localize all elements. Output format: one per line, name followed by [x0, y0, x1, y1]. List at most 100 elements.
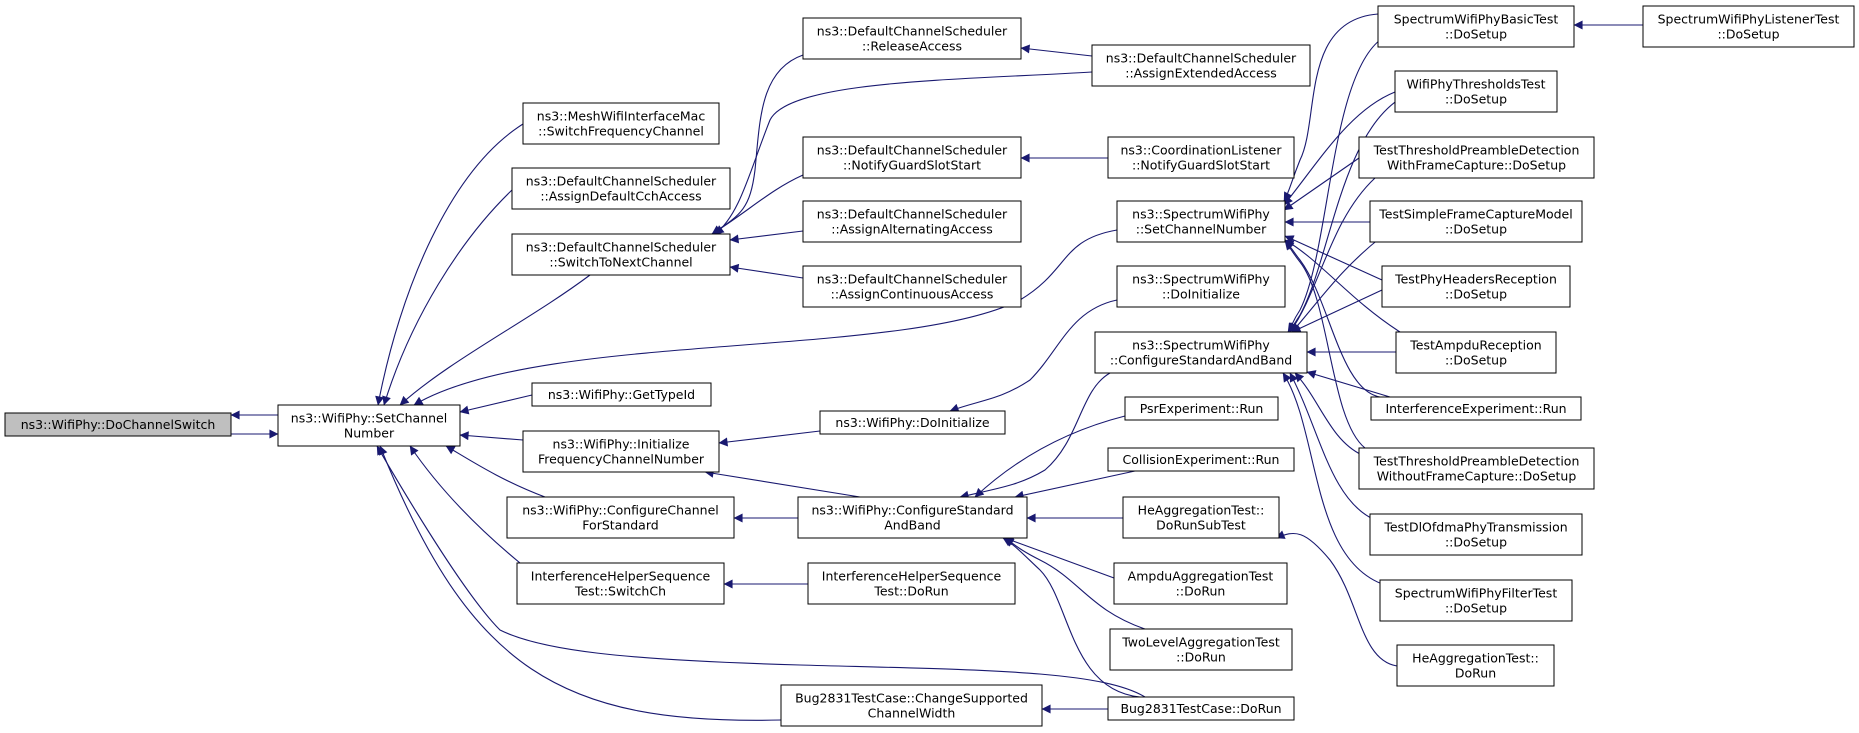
node-label: ::NotifyGuardSlotStart [843, 158, 981, 173]
node-psrRun[interactable]: PsrExperiment::Run [1124, 396, 1279, 421]
node-label: ::DoSetup [1445, 353, 1507, 368]
node-label: SpectrumWifiPhyListenerTest [1658, 12, 1840, 27]
node-box [277, 404, 461, 447]
node-ampduReception[interactable]: TestAmpduReception::DoSetup [1395, 331, 1557, 374]
edge-preambleWithoutCapture-to-swpConfigStdBand [1294, 372, 1363, 456]
node-configChannelForStd[interactable]: ns3::WifiPhy::ConfigureChannelForStandar… [506, 496, 735, 539]
node-box [1377, 5, 1575, 48]
edge-swpDoInitialize-to-wifiPhyDoInit [949, 299, 1118, 413]
node-box [802, 200, 1022, 243]
node-label: Test::DoRun [873, 584, 948, 599]
node-coordNotifyGuard[interactable]: ns3::CoordinationListener::NotifyGuardSl… [1107, 136, 1295, 179]
node-label: ns3::WifiPhy::SetChannel [291, 411, 447, 426]
edge-bug2831DoRun-to-wifiPhyConfigStdBand [1002, 537, 1141, 698]
node-dcsSwitchToNext[interactable]: ns3::DefaultChannelScheduler::SwitchToNe… [511, 233, 731, 276]
edge-thresholdsSetup-to-swpSetChannelNumber [1283, 91, 1396, 206]
node-ampduAggDoRun[interactable]: AmpduAggregationTest::DoRun [1113, 562, 1288, 605]
node-dcsReleaseAccess[interactable]: ns3::DefaultChannelScheduler::ReleaseAcc… [802, 17, 1022, 60]
node-box [506, 496, 735, 539]
node-box [511, 233, 731, 276]
node-box [1113, 562, 1288, 605]
node-getTypeId[interactable]: ns3::WifiPhy::GetTypeId [531, 382, 712, 407]
node-label: ns3::WifiPhy::Initialize [553, 437, 690, 452]
node-box [1122, 496, 1280, 539]
node-phyHeadersReception[interactable]: TestPhyHeadersReception::DoSetup [1381, 265, 1571, 308]
node-preambleWithCapture[interactable]: TestThresholdPreambleDetectionWithFrameC… [1358, 136, 1595, 179]
node-label: ns3::DefaultChannelScheduler [817, 143, 1008, 158]
node-swpConfigStdBand[interactable]: ns3::SpectrumWifiPhy::ConfigureStandardA… [1094, 331, 1308, 374]
node-swpFilterSetup[interactable]: SpectrumWifiPhyFilterTest::DoSetup [1379, 579, 1573, 622]
edge-configChannelForStd-to-setChannelNumber [445, 445, 546, 498]
node-label: ns3::CoordinationListener [1121, 143, 1283, 158]
edge-wifiPhyDoInit-to-initFreqChannel [718, 430, 821, 447]
edge-ihsSwitchCh-to-setChannelNumber [409, 445, 521, 564]
node-dcsAssignContinuous[interactable]: ns3::DefaultChannelScheduler::AssignCont… [802, 265, 1022, 308]
node-box [511, 167, 731, 210]
node-label: ns3::WifiPhy::ConfigureChannel [522, 503, 719, 518]
node-label: ::DoSetup [1445, 222, 1507, 237]
node-dcsAssignExtended[interactable]: ns3::DefaultChannelScheduler::AssignExte… [1091, 44, 1311, 87]
node-dcsAssignAlternating[interactable]: ns3::DefaultChannelScheduler::AssignAlte… [802, 200, 1022, 243]
node-label: WithFrameCapture::DoSetup [1387, 158, 1566, 173]
node-label: AmpduAggregationTest [1128, 569, 1274, 584]
node-dcsNotifyGuard[interactable]: ns3::DefaultChannelScheduler::NotifyGuar… [802, 136, 1022, 179]
node-wifiPhyDoInit[interactable]: ns3::WifiPhy::DoInitialize [819, 410, 1006, 435]
node-box [802, 136, 1022, 179]
node-heAggDoRunSub[interactable]: HeAggregationTest::DoRunSubTest [1122, 496, 1280, 539]
node-dlOfdmaSetup[interactable]: TestDlOfdmaPhyTransmission::DoSetup [1369, 513, 1583, 556]
node-twoLevelAggDoRun[interactable]: TwoLevelAggregationTest::DoRun [1109, 628, 1293, 671]
node-preambleWithoutCapture[interactable]: TestThresholdPreambleDetectionWithoutFra… [1358, 447, 1595, 490]
edge-preambleWithoutCapture-to-swpSetChannelNumber [1284, 240, 1366, 449]
edge-ampduReception-to-swpSetChannelNumber [1284, 239, 1401, 333]
node-box [1109, 628, 1293, 671]
node-heAggDoRun[interactable]: HeAggregationTest::DoRun [1396, 644, 1555, 687]
node-label: ns3::DefaultChannelScheduler [817, 24, 1008, 39]
node-label: AndBand [884, 518, 941, 533]
node-initFreqChannel[interactable]: ns3::WifiPhy::InitializeFrequencyChannel… [522, 430, 720, 473]
node-box [1107, 136, 1295, 179]
node-label: ns3::SpectrumWifiPhy [1132, 272, 1270, 287]
node-label: InterferenceHelperSequence [822, 569, 1002, 584]
edge-preambleWithCapture-to-swpSetChannelNumber [1283, 157, 1360, 211]
node-swpBasicSetup[interactable]: SpectrumWifiPhyBasicTest::DoSetup [1377, 5, 1575, 48]
node-label: HeAggregationTest:: [1412, 651, 1539, 666]
node-label: ChannelWidth [868, 706, 956, 721]
node-label: WithoutFrameCapture::DoSetup [1377, 469, 1577, 484]
node-collisionRun[interactable]: CollisionExperiment::Run [1107, 447, 1295, 472]
node-dcsAssignDefaultCch[interactable]: ns3::DefaultChannelScheduler::AssignDefa… [511, 167, 731, 210]
node-simpleFrameCapture[interactable]: TestSimpleFrameCaptureModel::DoSetup [1369, 200, 1583, 243]
node-label: ::DoSetup [1445, 287, 1507, 302]
node-label: ::AssignContinuousAccess [831, 287, 994, 302]
node-box [1107, 696, 1295, 721]
node-label: TestThresholdPreambleDetection [1373, 454, 1580, 469]
node-label: InterferenceExperiment::Run [1385, 401, 1566, 416]
node-label: TestDlOfdmaPhyTransmission [1383, 520, 1567, 535]
node-label: WifiPhyThresholdsTest [1406, 77, 1545, 92]
node-bug2831DoRun[interactable]: Bug2831TestCase::DoRun [1107, 696, 1295, 721]
node-bug2831ChangeWidth[interactable]: Bug2831TestCase::ChangeSupportedChannelW… [780, 684, 1043, 727]
edge-psrRun-to-wifiPhyConfigStdBand [974, 415, 1126, 498]
node-box [1381, 265, 1571, 308]
node-label: DoRun [1455, 666, 1496, 681]
node-label: ns3::DefaultChannelScheduler [526, 240, 717, 255]
node-setChannelNumber[interactable]: ns3::WifiPhy::SetChannelNumber [277, 404, 461, 447]
node-swpDoInitialize[interactable]: ns3::SpectrumWifiPhy::DoInitialize [1116, 265, 1286, 308]
node-label: TestSimpleFrameCaptureModel [1378, 207, 1572, 222]
node-thresholdsSetup[interactable]: WifiPhyThresholdsTest::DoSetup [1394, 70, 1558, 113]
node-meshSwitchFreq[interactable]: ns3::MeshWifiInterfaceMac::SwitchFrequen… [522, 102, 720, 145]
node-interferenceRun[interactable]: InterferenceExperiment::Run [1370, 396, 1582, 421]
edge-dlOfdmaSetup-to-swpConfigStdBand [1289, 372, 1376, 521]
node-swpListenerSetup[interactable]: SpectrumWifiPhyListenerTest::DoSetup [1642, 5, 1855, 48]
node-label: TwoLevelAggregationTest [1121, 635, 1280, 650]
node-doChannelSwitch[interactable]: ns3::WifiPhy::DoChannelSwitch [4, 412, 232, 437]
node-label: ::DoSetup [1445, 27, 1507, 42]
node-label: ::SetChannelNumber [1136, 222, 1267, 237]
node-swpSetChannelNumber[interactable]: ns3::SpectrumWifiPhy::SetChannelNumber [1116, 200, 1286, 243]
edge-initFreqChannel-to-setChannelNumber [459, 431, 524, 441]
node-wifiPhyConfigStdBand[interactable]: ns3::WifiPhy::ConfigureStandardAndBand [797, 496, 1028, 539]
edge-swpBasicSetup-to-swpSetChannelNumber [1283, 13, 1379, 202]
node-box [1091, 44, 1311, 87]
edge-simpleFrameCapture-to-swpConfigStdBand [1291, 237, 1381, 333]
